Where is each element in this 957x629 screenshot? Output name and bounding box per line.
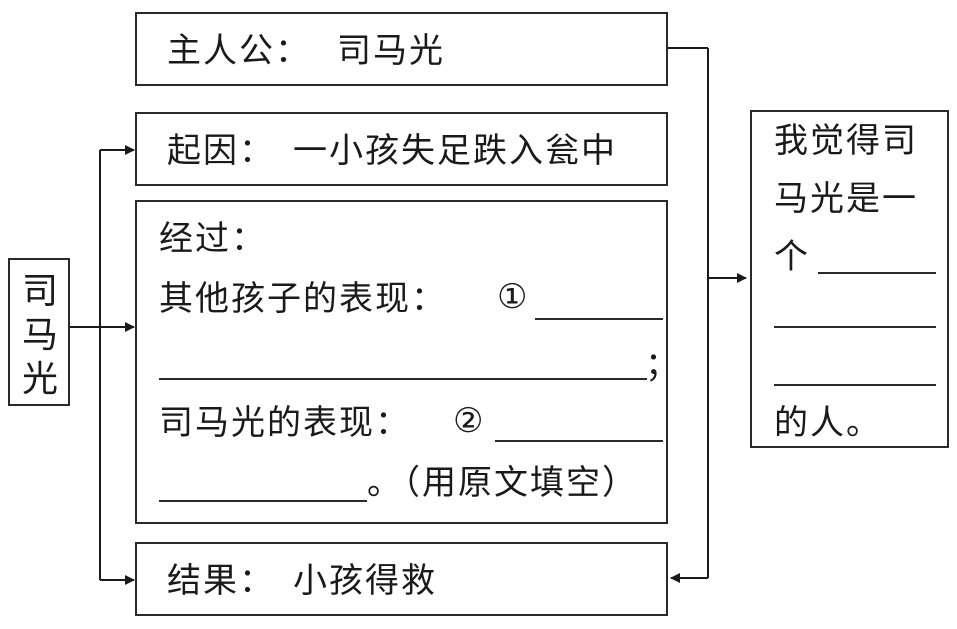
- sima-blank-1[interactable]: [495, 440, 663, 442]
- sima-blank-2[interactable]: [159, 500, 367, 502]
- sima-marker: ②: [453, 401, 486, 441]
- others-semicolon: ；: [645, 345, 681, 385]
- sima-label: 司马光的表现：: [159, 403, 411, 443]
- left-subject-box: 司 马 光: [8, 258, 70, 406]
- cause-box: 起因： 一小孩失足跌入瓮中: [135, 112, 668, 186]
- protagonist-label: 主人公：: [167, 31, 311, 71]
- opinion-box: 我觉得司 马光是一 个 的人。: [750, 110, 949, 448]
- cause-value: 一小孩失足跌入瓮中: [293, 131, 617, 171]
- others-label: 其他孩子的表现：: [159, 279, 447, 319]
- left-char-3: 光: [21, 359, 58, 400]
- opinion-blank-3[interactable]: [774, 384, 936, 386]
- protagonist-value: 司马光: [337, 31, 445, 71]
- result-label: 结果：: [167, 561, 275, 601]
- others-marker: ①: [497, 277, 530, 317]
- opinion-line2: 马光是一: [774, 179, 918, 219]
- cause-label: 起因：: [167, 131, 275, 171]
- others-blank-1[interactable]: [535, 318, 663, 320]
- process-box: 经过： 其他孩子的表现： ① ； 司马光的表现： ② 。（用原文填空）: [135, 200, 679, 524]
- others-blank-2[interactable]: [159, 378, 647, 380]
- opinion-line1: 我觉得司: [774, 121, 918, 161]
- opinion-line-end: 的人。: [774, 403, 882, 443]
- result-value: 小孩得救: [293, 561, 437, 601]
- left-char-1: 司: [21, 271, 58, 312]
- fill-note: 。（用原文填空）: [367, 463, 638, 503]
- opinion-blank-2[interactable]: [774, 326, 936, 328]
- left-char-2: 马: [21, 315, 58, 356]
- protagonist-box: 主人公： 司马光: [135, 12, 668, 86]
- opinion-line3-prefix: 个: [774, 237, 810, 277]
- result-box: 结果： 小孩得救: [135, 542, 668, 616]
- opinion-blank-1[interactable]: [818, 272, 936, 274]
- process-label: 经过：: [159, 219, 267, 259]
